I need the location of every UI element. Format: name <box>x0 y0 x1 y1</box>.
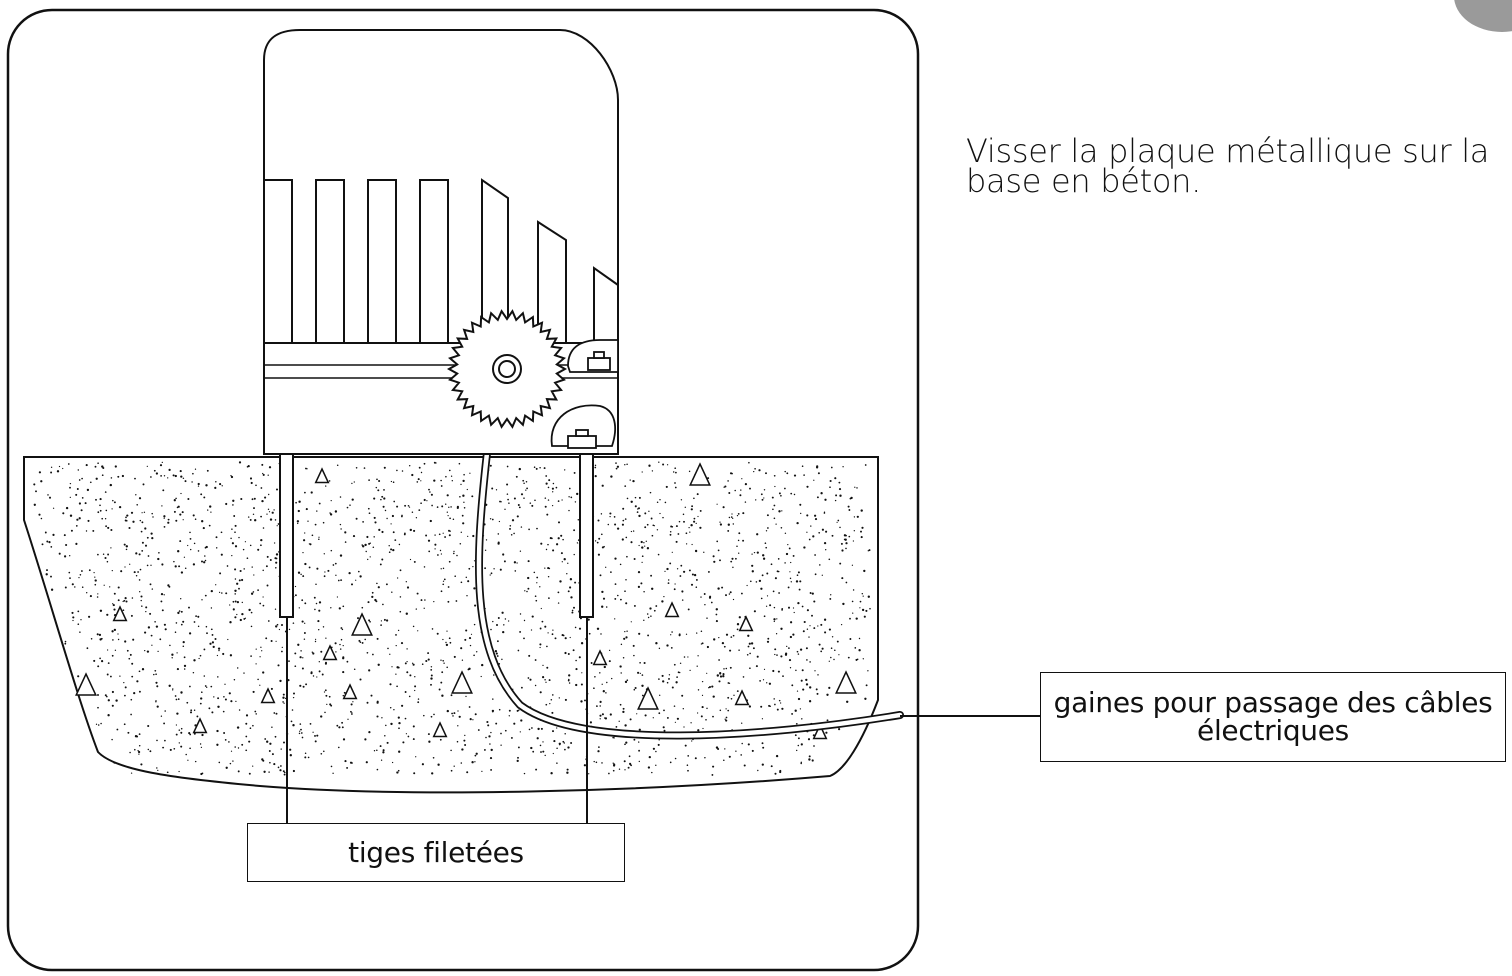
cable-conduit-inner <box>476 450 903 738</box>
instruction-text: Visser la plaque métallique sur la base … <box>966 132 1490 200</box>
threaded-rod-right <box>579 453 594 823</box>
cable-conduits-label-text: gaines pour passage des câbles électriqu… <box>1053 686 1493 747</box>
bolt-icon <box>567 339 619 373</box>
threaded-rods-label: tiges filetées <box>247 823 625 882</box>
threaded-rod-left <box>279 453 294 823</box>
diagram-frame <box>6 8 920 972</box>
threaded-rods-label-text: tiges filetées <box>348 835 524 869</box>
concrete-base <box>23 456 879 794</box>
gear-icon <box>446 309 568 429</box>
cable-conduits-label: gaines pour passage des câbles électriqu… <box>1040 672 1506 762</box>
motor-housing <box>263 29 619 455</box>
bolt-icon <box>550 404 616 449</box>
concrete-aggregates <box>75 462 857 740</box>
